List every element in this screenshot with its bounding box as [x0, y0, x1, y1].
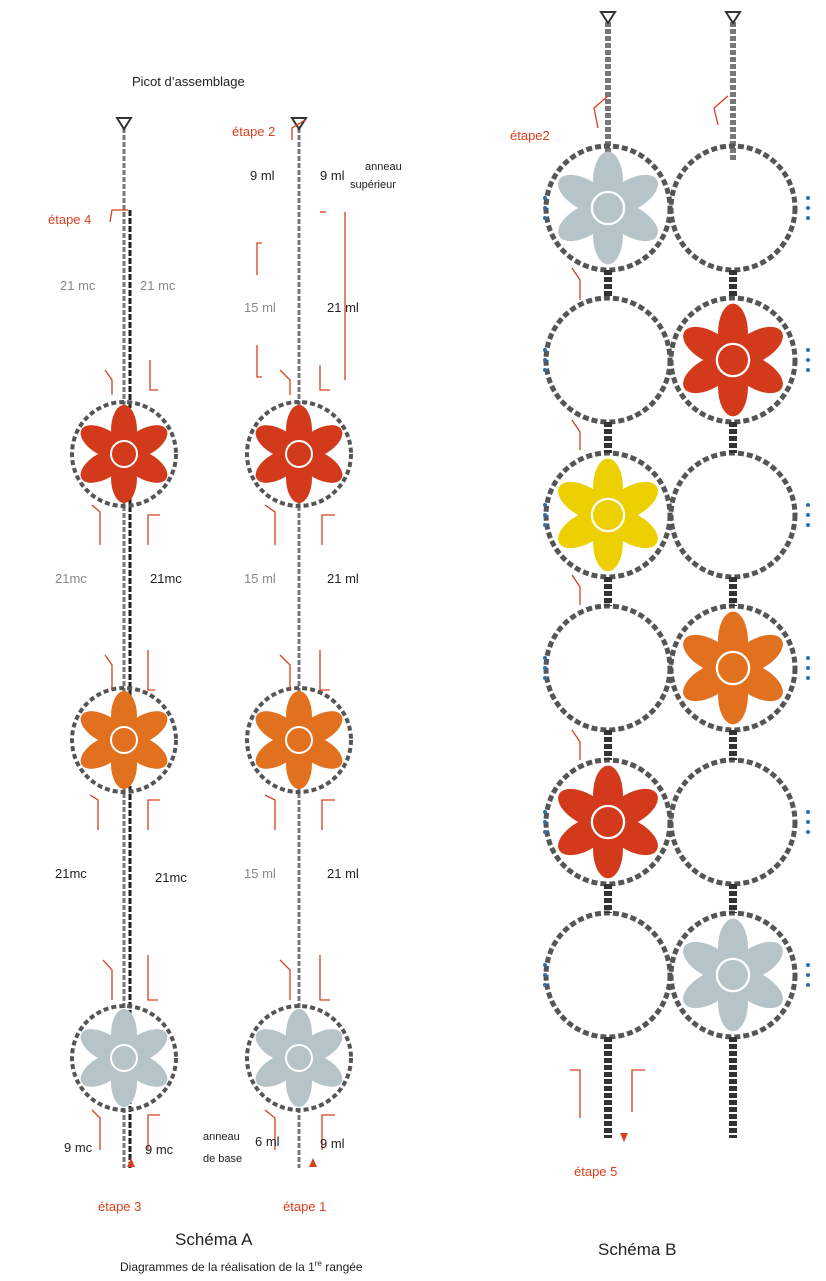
direction-arrows-a [89, 119, 346, 1150]
arrow-head-icon [309, 1158, 317, 1167]
label-anneau-base-1: anneau [203, 1131, 240, 1143]
flower-a4-red [250, 405, 348, 503]
label-etape3: étape 3 [98, 1199, 141, 1214]
flower-a5-orange [250, 691, 348, 789]
label-21mc-a2: 21 mc [140, 278, 176, 293]
direction-arrows-b [570, 95, 729, 1118]
schema-b-right-column [668, 11, 798, 1138]
flower-a3-grey [75, 1009, 173, 1107]
label-picot: Picot d’assemblage [132, 74, 245, 89]
arrow-head-icon [127, 1158, 135, 1167]
label-6ml: 6 ml [255, 1134, 280, 1149]
label-21mc-b1: 21mc [55, 571, 87, 586]
label-9ml-base: 9 ml [320, 1136, 345, 1151]
picot-icon [115, 117, 133, 131]
label-21ml-2: 21 ml [327, 571, 359, 586]
label-anneau-base-2: de base [203, 1153, 242, 1165]
schema-a-strand-left [70, 117, 178, 1168]
flower-b-grey-1 [551, 151, 665, 265]
schema-b-title: Schéma B [598, 1240, 676, 1259]
flower-a6-grey [250, 1009, 348, 1107]
label-9mc-right: 9 mc [145, 1142, 174, 1157]
schema-a-title: Schéma A [175, 1230, 253, 1249]
label-21ml-3: 21 ml [327, 866, 359, 881]
label-9mc-left: 9 mc [64, 1140, 93, 1155]
flower-b-orange [676, 611, 790, 725]
label-15ml-1: 15 ml [244, 300, 276, 315]
flower-b-red-1 [551, 765, 665, 879]
flower-b-grey-2 [676, 918, 790, 1032]
flower-a2-orange [75, 691, 173, 789]
label-etape1: étape 1 [283, 1199, 326, 1214]
schema-a-strand-right [245, 117, 353, 1168]
picot-icon [599, 11, 617, 25]
label-9ml-right: 9 ml [320, 168, 345, 183]
join-dots-b [543, 196, 810, 987]
flower-a1-red [75, 405, 173, 503]
schema-a-subtitle: Diagrammes de la réalisation de la 1re r… [120, 1259, 363, 1274]
label-etape5: étape 5 [574, 1164, 617, 1179]
label-21mc-c2: 21mc [155, 870, 187, 885]
label-anneau-sup-2: supérieur [350, 179, 396, 191]
label-9ml-left: 9 ml [250, 168, 275, 183]
label-21ml-1: 21 ml [327, 300, 359, 315]
arrow-head-icon [620, 1133, 628, 1142]
label-etape4: étape 4 [48, 212, 91, 227]
flower-b-red-2 [676, 303, 790, 417]
label-21mc-c1: 21mc [55, 866, 87, 881]
label-15ml-2: 15 ml [244, 571, 276, 586]
label-21mc-b2: 21mc [150, 571, 182, 586]
label-21mc-a1: 21 mc [60, 278, 96, 293]
flower-b-yellow [551, 458, 665, 572]
label-etape2: étape 2 [232, 124, 275, 139]
label-etape2b: étape2 [510, 128, 550, 143]
picot-icon [724, 11, 742, 25]
label-anneau-sup-1: anneau [365, 161, 402, 173]
label-15ml-3: 15 ml [244, 866, 276, 881]
